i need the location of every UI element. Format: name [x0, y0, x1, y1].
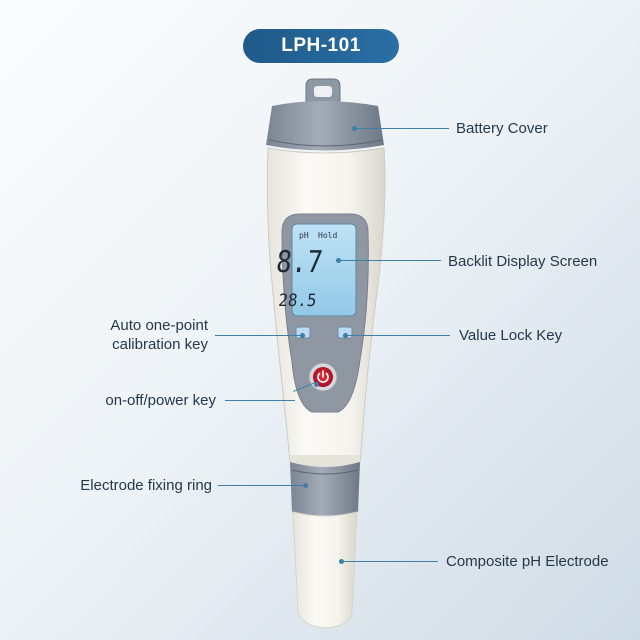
display-line — [341, 260, 441, 261]
fixing-ring-dot — [303, 483, 308, 488]
lcd-status-ph: pH — [299, 231, 309, 240]
electrode-dot — [339, 559, 344, 564]
battery-cover — [266, 101, 384, 151]
label-electrode: Composite pH Electrode — [446, 553, 609, 570]
value-lock-dot — [343, 333, 348, 338]
lcd-main-value: 8.7 — [275, 245, 325, 280]
lcd-status-hold: Hold — [318, 231, 337, 240]
label-fixing-ring: Electrode fixing ring — [80, 477, 212, 494]
label-value-lock-key: Value Lock Key — [459, 327, 563, 344]
display-dot — [336, 258, 341, 263]
power-icon — [317, 370, 329, 383]
power-button — [308, 362, 338, 392]
calibration-line — [215, 335, 300, 336]
label-backlit-display: Backlit Display Screen — [448, 253, 598, 270]
lcd-temp-value: 28.5 — [277, 291, 317, 311]
power-line-horizontal — [225, 400, 295, 401]
lcd-screen — [291, 223, 357, 317]
electrode-fixing-ring — [290, 462, 360, 517]
value-lock-line — [348, 335, 450, 336]
label-power-key: on-off/power key — [105, 392, 216, 409]
label-calibration-key: Auto one-point calibration key — [110, 317, 208, 353]
battery-cover-line — [357, 128, 449, 129]
product-title: LPH-101 — [243, 29, 399, 63]
battery-cover-dot — [352, 126, 357, 131]
electrode-line — [344, 561, 438, 562]
composite-ph-electrode — [292, 511, 358, 629]
label-battery-cover: Battery Cover — [456, 120, 548, 137]
calibration-dot — [300, 333, 305, 338]
fixing-ring-line — [218, 485, 303, 486]
power-dot — [314, 382, 319, 387]
